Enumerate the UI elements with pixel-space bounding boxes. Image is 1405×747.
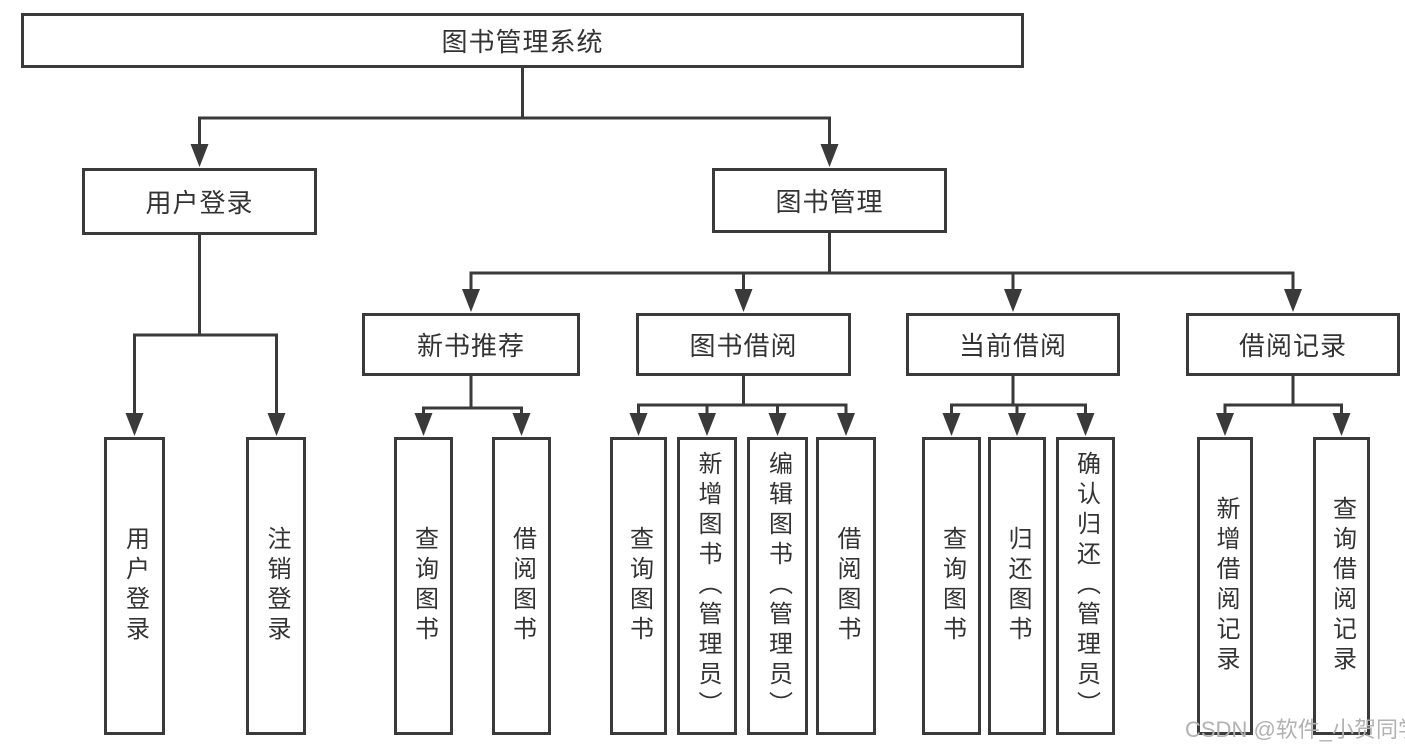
node-label: 新书推荐 (416, 331, 525, 361)
arrow-down-icon (837, 413, 855, 436)
arrow-down-icon (698, 413, 716, 436)
node-label: 归还图书 (1004, 526, 1031, 646)
node-label: 编辑图书（管理员） (764, 451, 792, 721)
node-label: 当前借阅 (958, 331, 1067, 361)
node-label: 借阅图书 (508, 526, 536, 646)
node-label: 图书管理系统 (441, 27, 604, 57)
arrow-down-icon (414, 413, 433, 436)
leaf-user-login: 用户登录 (104, 437, 165, 735)
arrow-down-icon (1076, 413, 1095, 436)
node-label: 查询图书 (938, 526, 966, 646)
arrow-down-icon (1216, 413, 1234, 436)
node-label: 新增图书（管理员） (694, 451, 721, 721)
leaf-edit-book-admin: 编辑图书（管理员） (747, 437, 808, 735)
node-label: 查询图书 (625, 526, 653, 646)
arrow-down-icon (1008, 413, 1026, 436)
leaf-query-books-recommend: 查询图书 (394, 437, 453, 735)
arrow-down-icon (629, 413, 648, 436)
arrow-down-icon (267, 413, 286, 436)
node-label: 新增借阅记录 (1212, 496, 1239, 676)
node-user-login: 用户登录 (82, 168, 317, 235)
arrow-down-icon (942, 413, 961, 436)
arrow-down-icon (734, 289, 753, 312)
node-label: 确认归还（管理员） (1072, 451, 1100, 721)
arrow-down-icon (512, 413, 531, 436)
leaf-logout: 注销登录 (246, 437, 306, 735)
leaf-confirm-return-admin: 确认归还（管理员） (1056, 437, 1115, 735)
node-book-borrowing: 图书借阅 (636, 313, 851, 376)
leaf-return-book: 归还图书 (988, 437, 1046, 735)
node-current-borrowing: 当前借阅 (906, 313, 1120, 376)
arrow-down-icon (1284, 289, 1302, 312)
arrow-down-icon (1004, 289, 1022, 312)
arrow-down-icon (462, 289, 480, 312)
node-label: 查询图书 (410, 526, 438, 646)
leaf-query-books-borrowing: 查询图书 (610, 437, 667, 735)
leaf-add-book-admin: 新增图书（管理员） (677, 437, 737, 735)
csdn-watermark: CSDN @软件_小贺同学 (1185, 717, 1405, 742)
node-label: 借阅记录 (1238, 331, 1347, 361)
leaf-query-borrow-record: 查询借阅记录 (1313, 437, 1370, 735)
node-book-management-system: 图书管理系统 (21, 13, 1024, 68)
arrow-down-icon (768, 413, 787, 436)
node-label: 用户登录 (121, 526, 149, 646)
node-label: 图书借阅 (689, 331, 798, 361)
leaf-borrow-books-recommend: 借阅图书 (492, 437, 551, 735)
arrow-down-icon (820, 144, 839, 167)
leaf-query-books-current: 查询图书 (922, 437, 981, 735)
node-label: 查询借阅记录 (1328, 496, 1356, 676)
node-new-book-recommend: 新书推荐 (362, 313, 580, 376)
node-label: 图书管理 (775, 187, 884, 217)
node-book-management: 图书管理 (712, 168, 947, 233)
arrow-down-icon (1332, 413, 1351, 436)
node-label: 用户登录 (145, 188, 254, 218)
leaf-add-borrow-record: 新增借阅记录 (1197, 437, 1253, 735)
node-borrowing-records: 借阅记录 (1186, 313, 1400, 376)
node-label: 借阅图书 (833, 526, 860, 646)
arrow-down-icon (125, 413, 144, 436)
arrow-down-icon (190, 144, 209, 167)
node-label: 注销登录 (263, 526, 290, 646)
leaf-borrow-books: 借阅图书 (816, 437, 876, 735)
